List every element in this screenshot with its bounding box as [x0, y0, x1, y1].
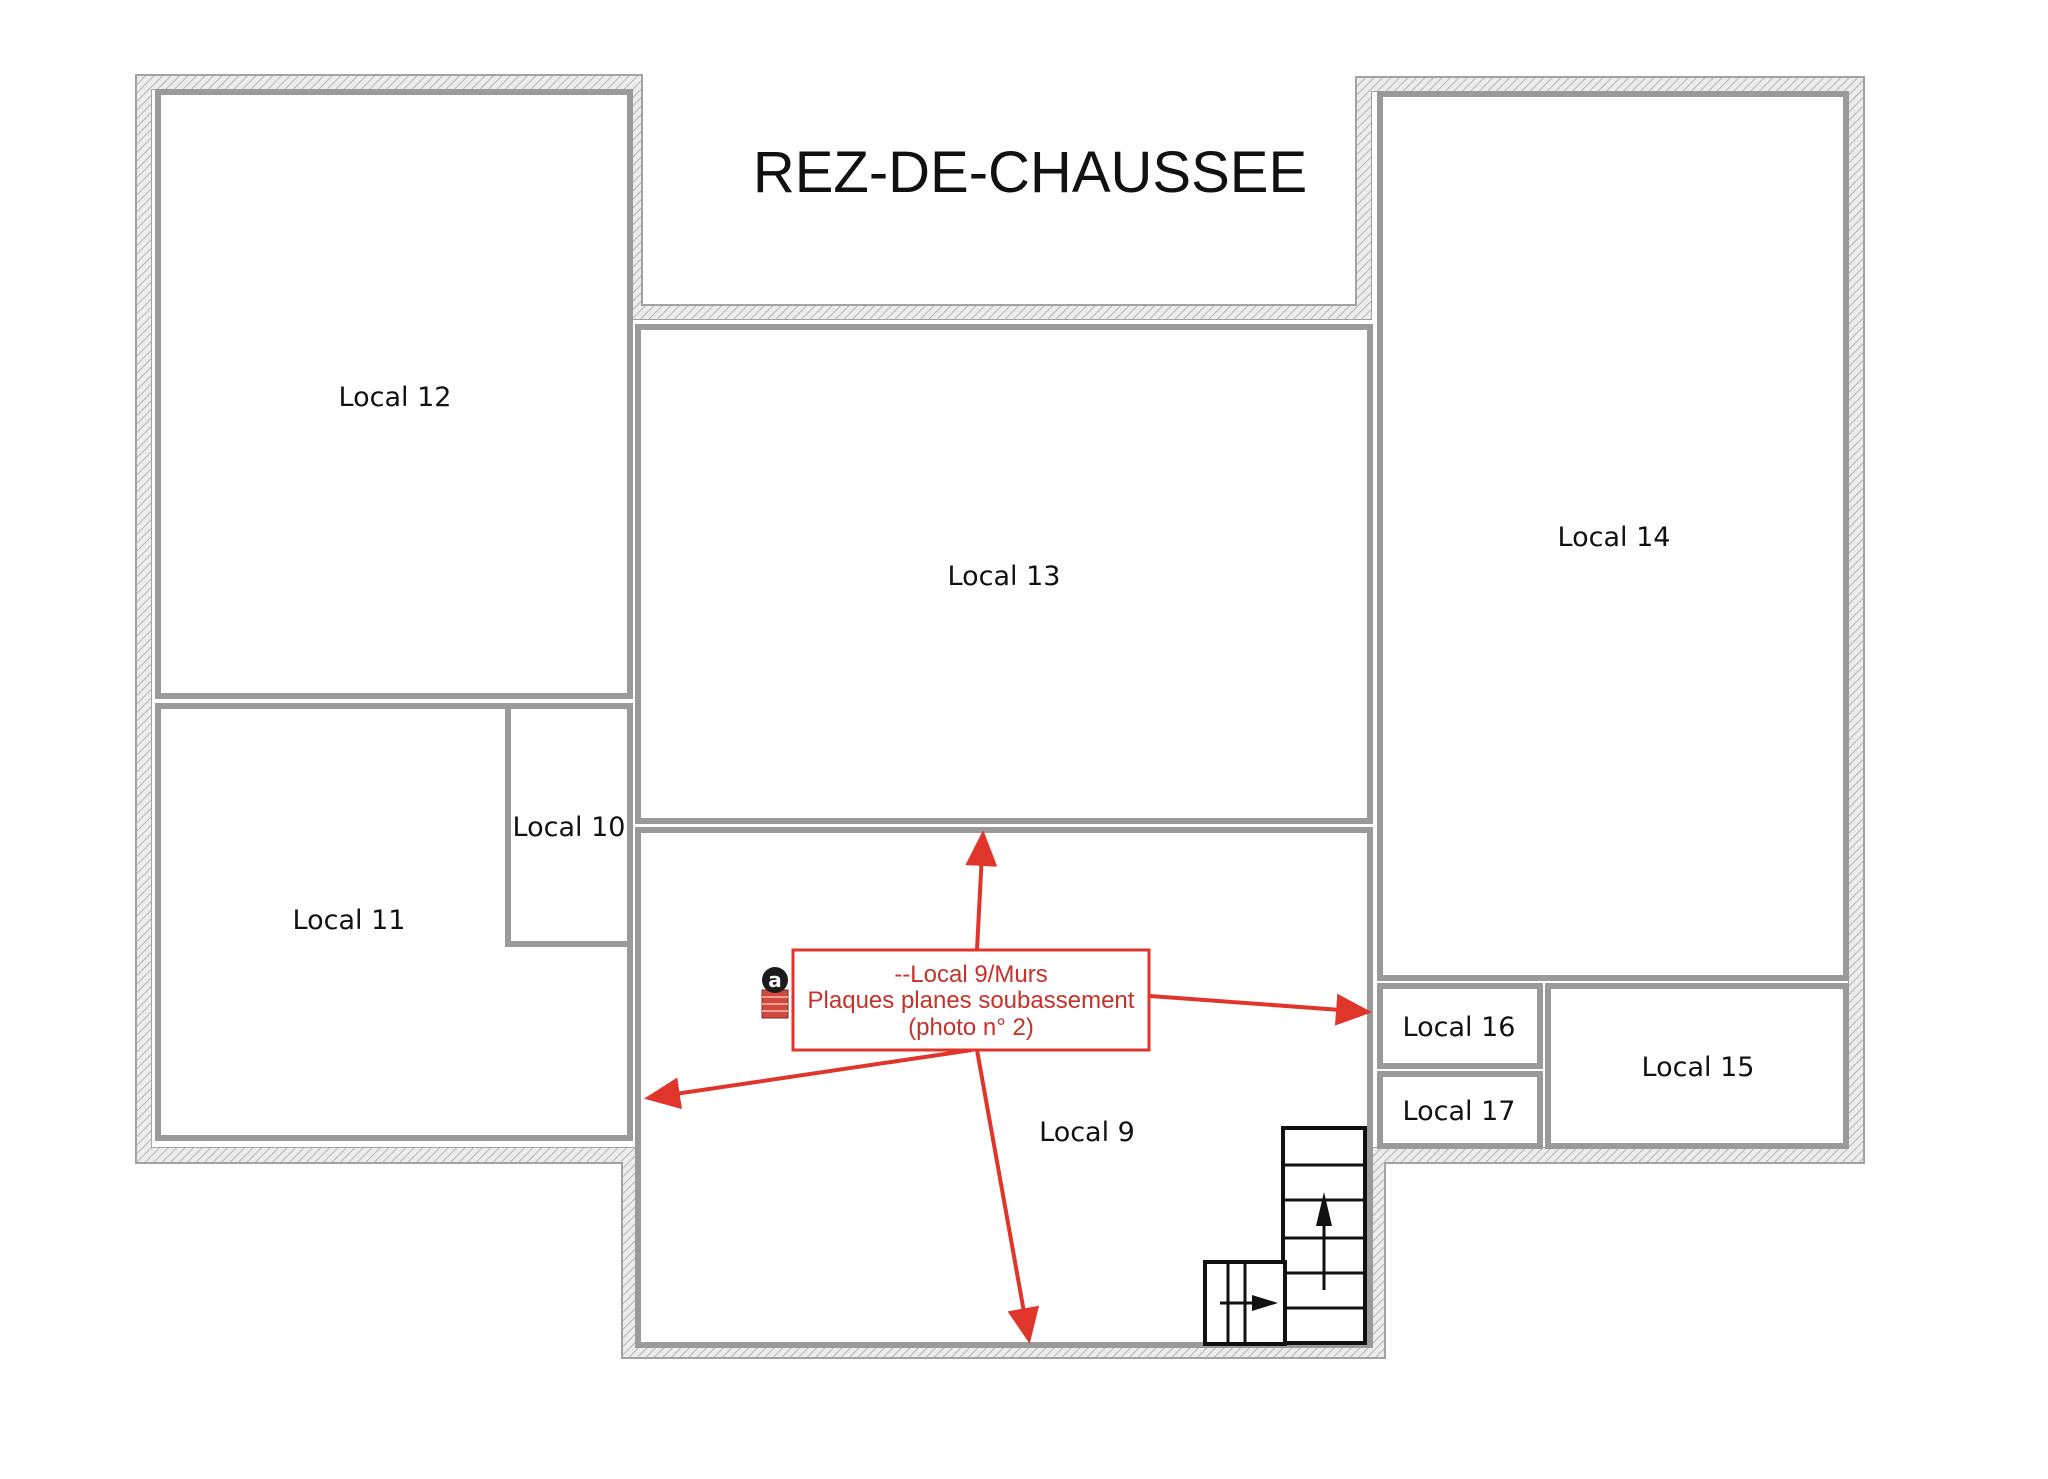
staircase-landing: [1203, 1260, 1287, 1346]
plan-title: REZ-DE-CHAUSSEE: [753, 140, 1307, 205]
room-local-10: [505, 703, 633, 947]
arrow-to-south-wall: [975, 1049, 1040, 1344]
room-local-14: [1377, 91, 1849, 981]
asbestos-badge-icon: a: [761, 967, 789, 1019]
label-local-11: Local 11: [293, 905, 406, 936]
label-local-12: Local 12: [339, 382, 452, 413]
annotation-line-1: --Local 9/Murs: [894, 961, 1047, 988]
staircase-main: [1281, 1126, 1367, 1345]
room-local-9: [635, 827, 1373, 1348]
arrow-to-east-wall: [1149, 993, 1372, 1026]
annotation-box: --Local 9/Murs Plaques planes soubasseme…: [791, 948, 1151, 1052]
arrow-to-north-wall: [965, 830, 998, 951]
room-local-12: [155, 89, 633, 699]
label-local-14: Local 14: [1558, 522, 1671, 553]
room-local-16: [1377, 983, 1543, 1069]
label-local-15: Local 15: [1642, 1052, 1755, 1083]
label-local-9: Local 9: [1039, 1117, 1135, 1148]
label-local-16: Local 16: [1403, 1012, 1516, 1043]
label-local-10: Local 10: [513, 812, 626, 843]
asbestos-badge-letter: a: [768, 968, 782, 992]
annotation-line-3: (photo n° 2): [908, 1014, 1034, 1041]
room-local-15: [1545, 983, 1849, 1149]
arrow-to-west-wall: [644, 1048, 973, 1110]
annotation-line-2: Plaques planes soubassement: [808, 987, 1135, 1014]
label-local-17: Local 17: [1403, 1096, 1516, 1127]
room-local-13: [635, 324, 1373, 824]
label-local-13: Local 13: [948, 561, 1061, 592]
room-local-17: [1377, 1071, 1543, 1149]
